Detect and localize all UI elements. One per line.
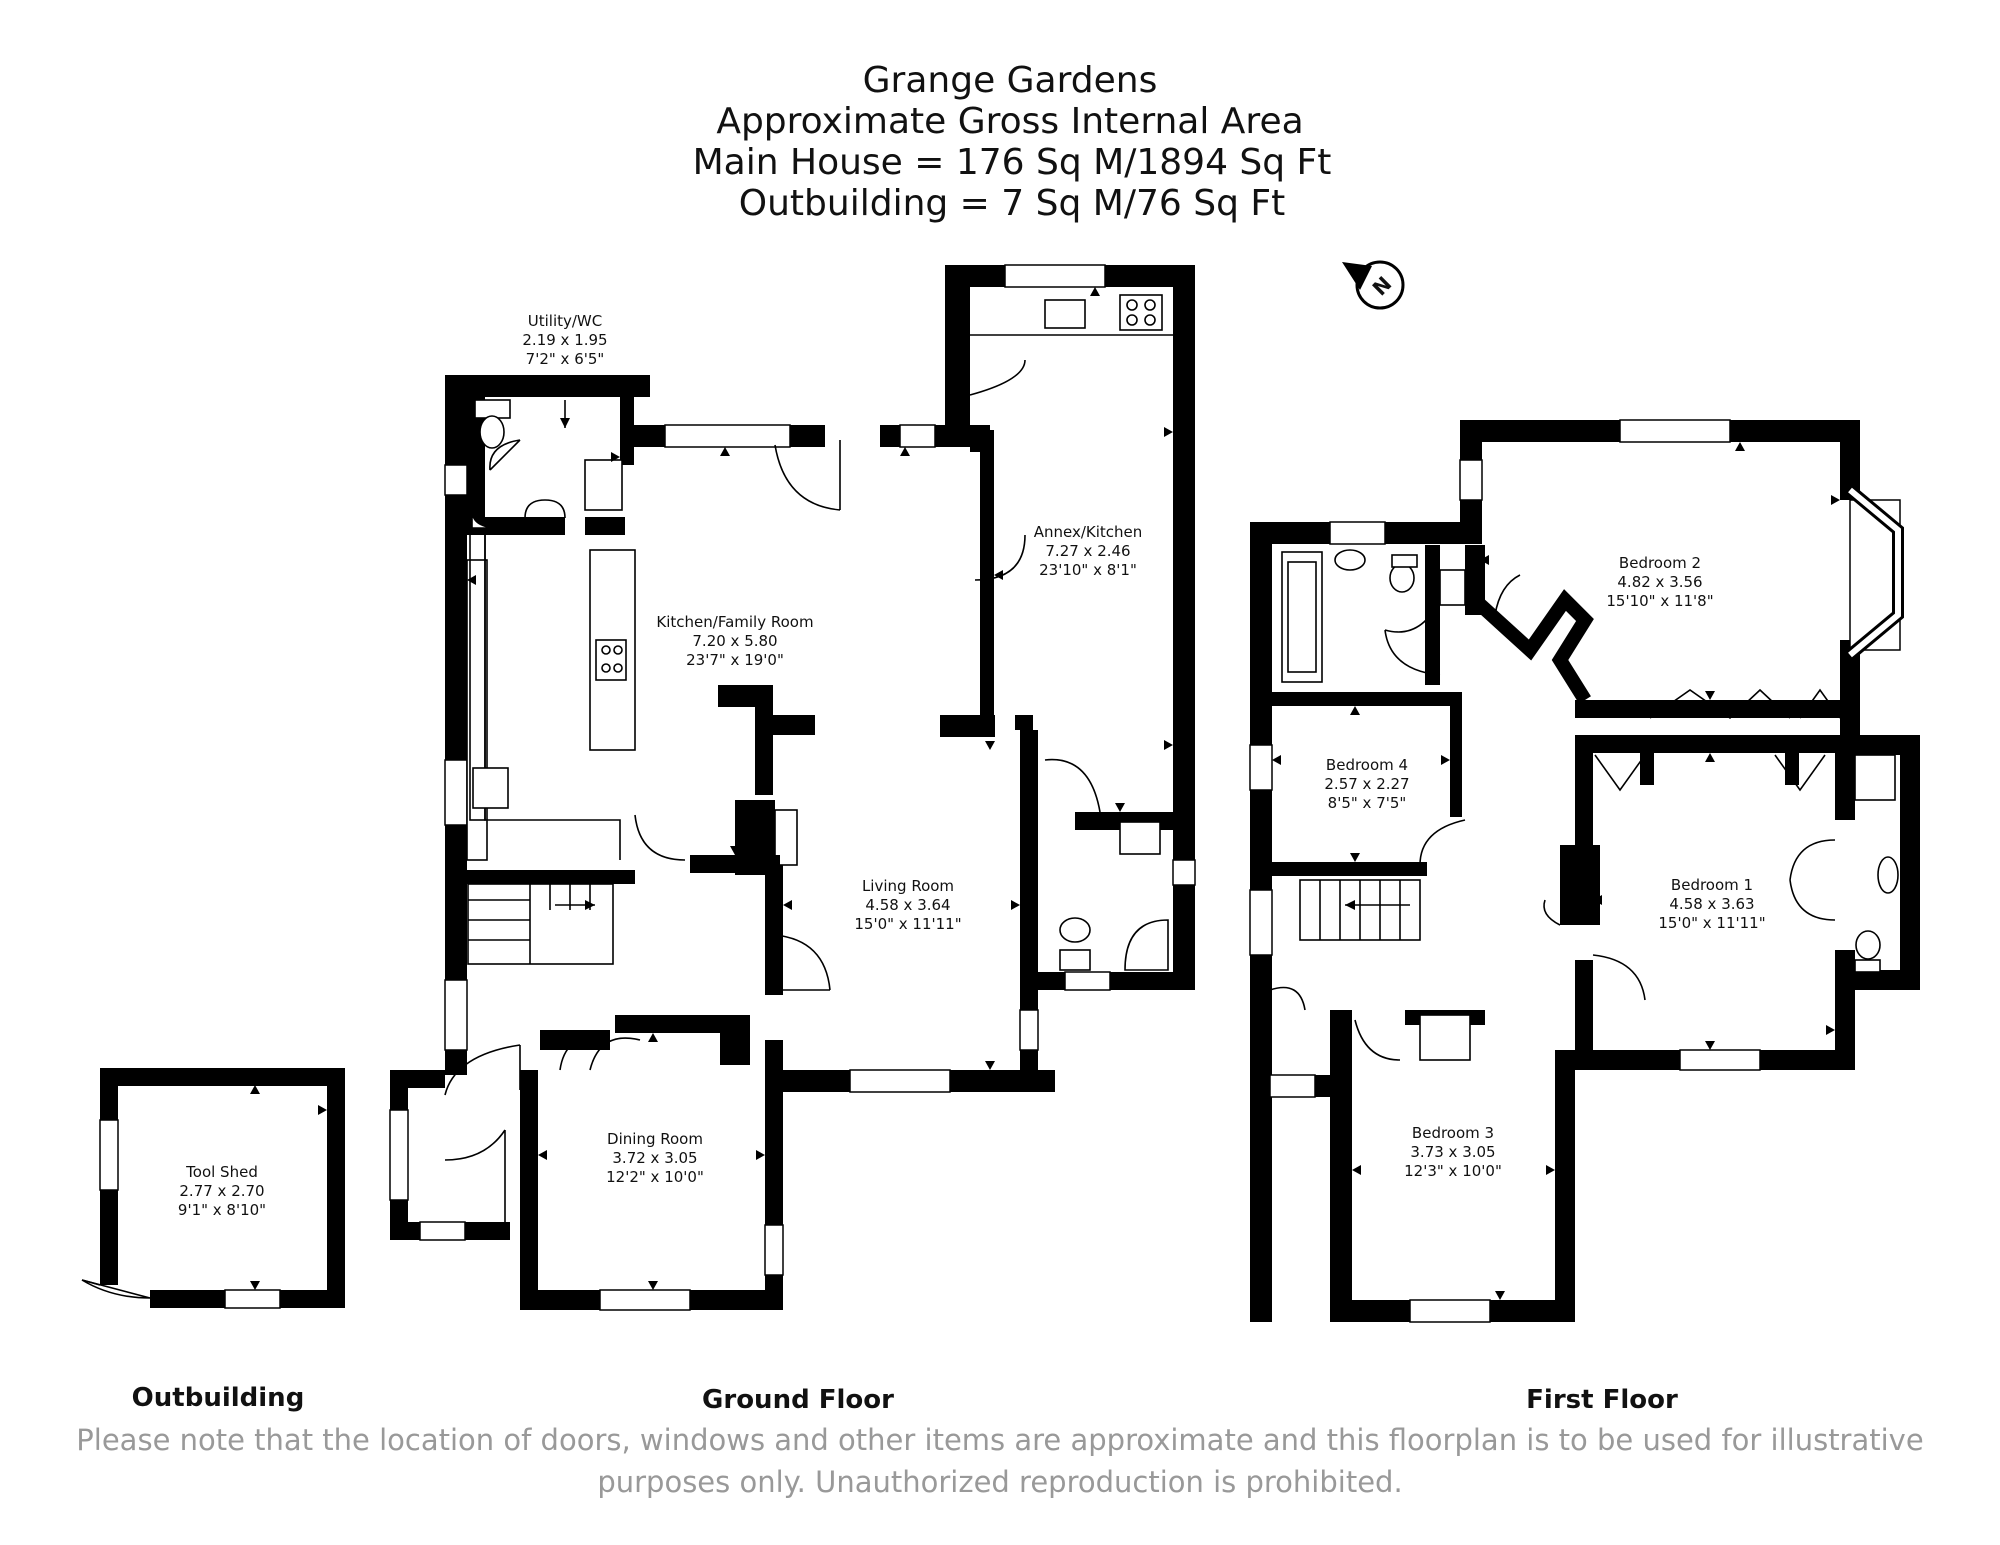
room-imperial: 12'3" x 10'0" bbox=[1404, 1162, 1502, 1180]
room-imperial: 15'10" x 11'8" bbox=[1606, 592, 1713, 610]
room-metric: 3.72 x 3.05 bbox=[612, 1149, 697, 1167]
room-name: Bedroom 2 bbox=[1619, 554, 1701, 572]
room-metric: 7.27 x 2.46 bbox=[1045, 542, 1130, 560]
floor-label-outbuilding: Outbuilding bbox=[132, 1383, 305, 1413]
floor-label-first: First Floor bbox=[1526, 1385, 1678, 1415]
room-name: Living Room bbox=[862, 877, 954, 895]
room-metric: 4.58 x 3.63 bbox=[1669, 895, 1754, 913]
room-name: Annex/Kitchen bbox=[1034, 523, 1143, 541]
room-label-bedroom3: Bedroom 3 3.73 x 3.05 12'3" x 10'0" bbox=[1404, 1124, 1502, 1180]
room-name: Bedroom 1 bbox=[1671, 876, 1753, 894]
room-metric: 2.57 x 2.27 bbox=[1324, 775, 1409, 793]
room-label-kitchen: Kitchen/Family Room 7.20 x 5.80 23'7" x … bbox=[656, 613, 813, 669]
title-line-3: Main House = 176 Sq M/1894 Sq Ft bbox=[693, 142, 1332, 183]
disclaimer-line-2: purposes only. Unauthorized reproduction… bbox=[597, 1465, 1402, 1499]
room-label-living: Living Room 4.58 x 3.64 15'0" x 11'11" bbox=[854, 877, 961, 933]
room-label-utility: Utility/WC 2.19 x 1.95 7'2" x 6'5" bbox=[522, 312, 607, 368]
room-metric: 4.58 x 3.64 bbox=[865, 896, 950, 914]
disclaimer-line-1: Please note that the location of doors, … bbox=[76, 1423, 1923, 1457]
room-imperial: 15'0" x 11'11" bbox=[1658, 914, 1765, 932]
room-metric: 4.82 x 3.56 bbox=[1617, 573, 1702, 591]
floor-label-ground: Ground Floor bbox=[702, 1385, 894, 1415]
room-name: Bedroom 4 bbox=[1326, 756, 1408, 774]
room-name: Kitchen/Family Room bbox=[656, 613, 813, 631]
room-label-dining: Dining Room 3.72 x 3.05 12'2" x 10'0" bbox=[606, 1130, 704, 1186]
room-imperial: 23'7" x 19'0" bbox=[686, 651, 784, 669]
room-metric: 2.19 x 1.95 bbox=[522, 331, 607, 349]
room-metric: 2.77 x 2.70 bbox=[179, 1182, 264, 1200]
title-line-4: Outbuilding = 7 Sq M/76 Sq Ft bbox=[739, 183, 1285, 224]
room-imperial: 12'2" x 10'0" bbox=[606, 1168, 704, 1186]
ground-floor-plan bbox=[389, 264, 1196, 1311]
room-name: Tool Shed bbox=[185, 1163, 258, 1181]
title-line-1: Grange Gardens bbox=[863, 60, 1158, 101]
room-imperial: 8'5" x 7'5" bbox=[1328, 794, 1407, 812]
room-name: Utility/WC bbox=[528, 312, 602, 330]
room-label-annex: Annex/Kitchen 7.27 x 2.46 23'10" x 8'1" bbox=[1034, 523, 1143, 579]
title-line-2: Approximate Gross Internal Area bbox=[716, 101, 1303, 142]
outbuilding-plan bbox=[81, 1068, 345, 1309]
north-arrow-icon: N bbox=[1342, 260, 1405, 310]
room-imperial: 9'1" x 8'10" bbox=[178, 1201, 266, 1219]
first-floor-plan bbox=[1249, 419, 1920, 1323]
room-metric: 3.73 x 3.05 bbox=[1410, 1143, 1495, 1161]
room-label-bedroom2: Bedroom 2 4.82 x 3.56 15'10" x 11'8" bbox=[1606, 554, 1713, 610]
room-label-bedroom1: Bedroom 1 4.58 x 3.63 15'0" x 11'11" bbox=[1658, 876, 1765, 932]
room-imperial: 23'10" x 8'1" bbox=[1039, 561, 1137, 579]
room-label-bedroom4: Bedroom 4 2.57 x 2.27 8'5" x 7'5" bbox=[1324, 756, 1409, 812]
room-label-toolshed: Tool Shed 2.77 x 2.70 9'1" x 8'10" bbox=[178, 1163, 266, 1219]
room-imperial: 15'0" x 11'11" bbox=[854, 915, 961, 933]
title-block: Grange Gardens Approximate Gross Interna… bbox=[693, 60, 1332, 224]
room-name: Bedroom 3 bbox=[1412, 1124, 1494, 1142]
room-metric: 7.20 x 5.80 bbox=[692, 632, 777, 650]
room-imperial: 7'2" x 6'5" bbox=[526, 350, 605, 368]
room-name: Dining Room bbox=[607, 1130, 703, 1148]
